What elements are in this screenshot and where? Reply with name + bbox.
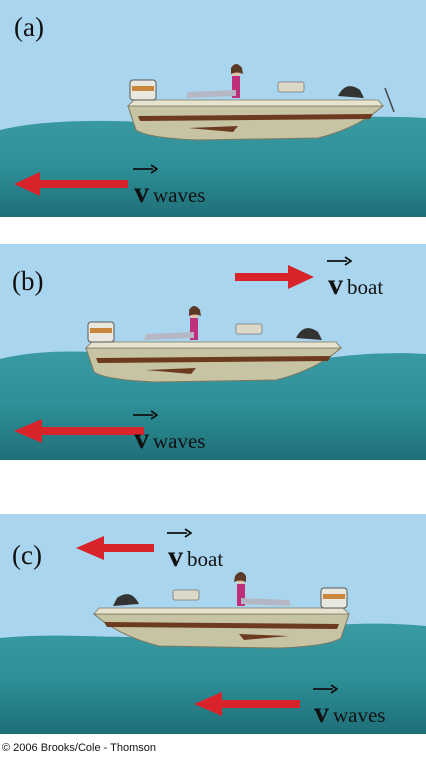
waves-velocity-label: v waves [313,684,386,730]
vector-arrow-icon [133,410,158,420]
water [0,116,426,217]
v-symbol: v [133,410,158,456]
scene-a [0,0,426,217]
v-subscript: waves [153,183,206,207]
waves-arrow [14,172,128,196]
v-subscript: waves [333,703,386,727]
panel-label: (b) [12,266,44,296]
boat-velocity-label: v boat [327,256,384,302]
vector-arrow-icon [133,164,158,174]
waves-arrow [14,419,144,443]
boat-arrow [76,536,154,560]
v-subscript: boat [187,547,224,571]
vector-arrow-icon [313,684,338,694]
vector-arrow-icon [167,528,192,538]
v-symbol: v [313,684,338,730]
v-subscript: boat [347,275,384,299]
bow-line [384,87,395,113]
panel-c: (c) v boat v waves [0,514,426,734]
waves-velocity-label: v waves [133,164,206,210]
scene-b [0,244,426,460]
v-symbol: v [167,528,192,574]
panel-label: (c) [12,540,42,570]
v-subscript: waves [153,429,206,453]
v-symbol: v [133,164,158,210]
v-symbol: v [327,256,352,302]
copyright-credit: © 2006 Brooks/Cole - Thomson [2,742,157,754]
scene-c [0,514,426,734]
panel-b: (b) v boat v waves [0,244,426,460]
boat-velocity-label: v boat [167,528,224,574]
vector-arrow-icon [327,256,352,266]
waves-arrow [194,692,300,716]
waves-velocity-label: v waves [133,410,206,456]
panel-a: (a) v waves [0,0,426,217]
boat-arrow [235,265,314,289]
panel-label: (a) [14,12,44,42]
water [0,623,426,734]
